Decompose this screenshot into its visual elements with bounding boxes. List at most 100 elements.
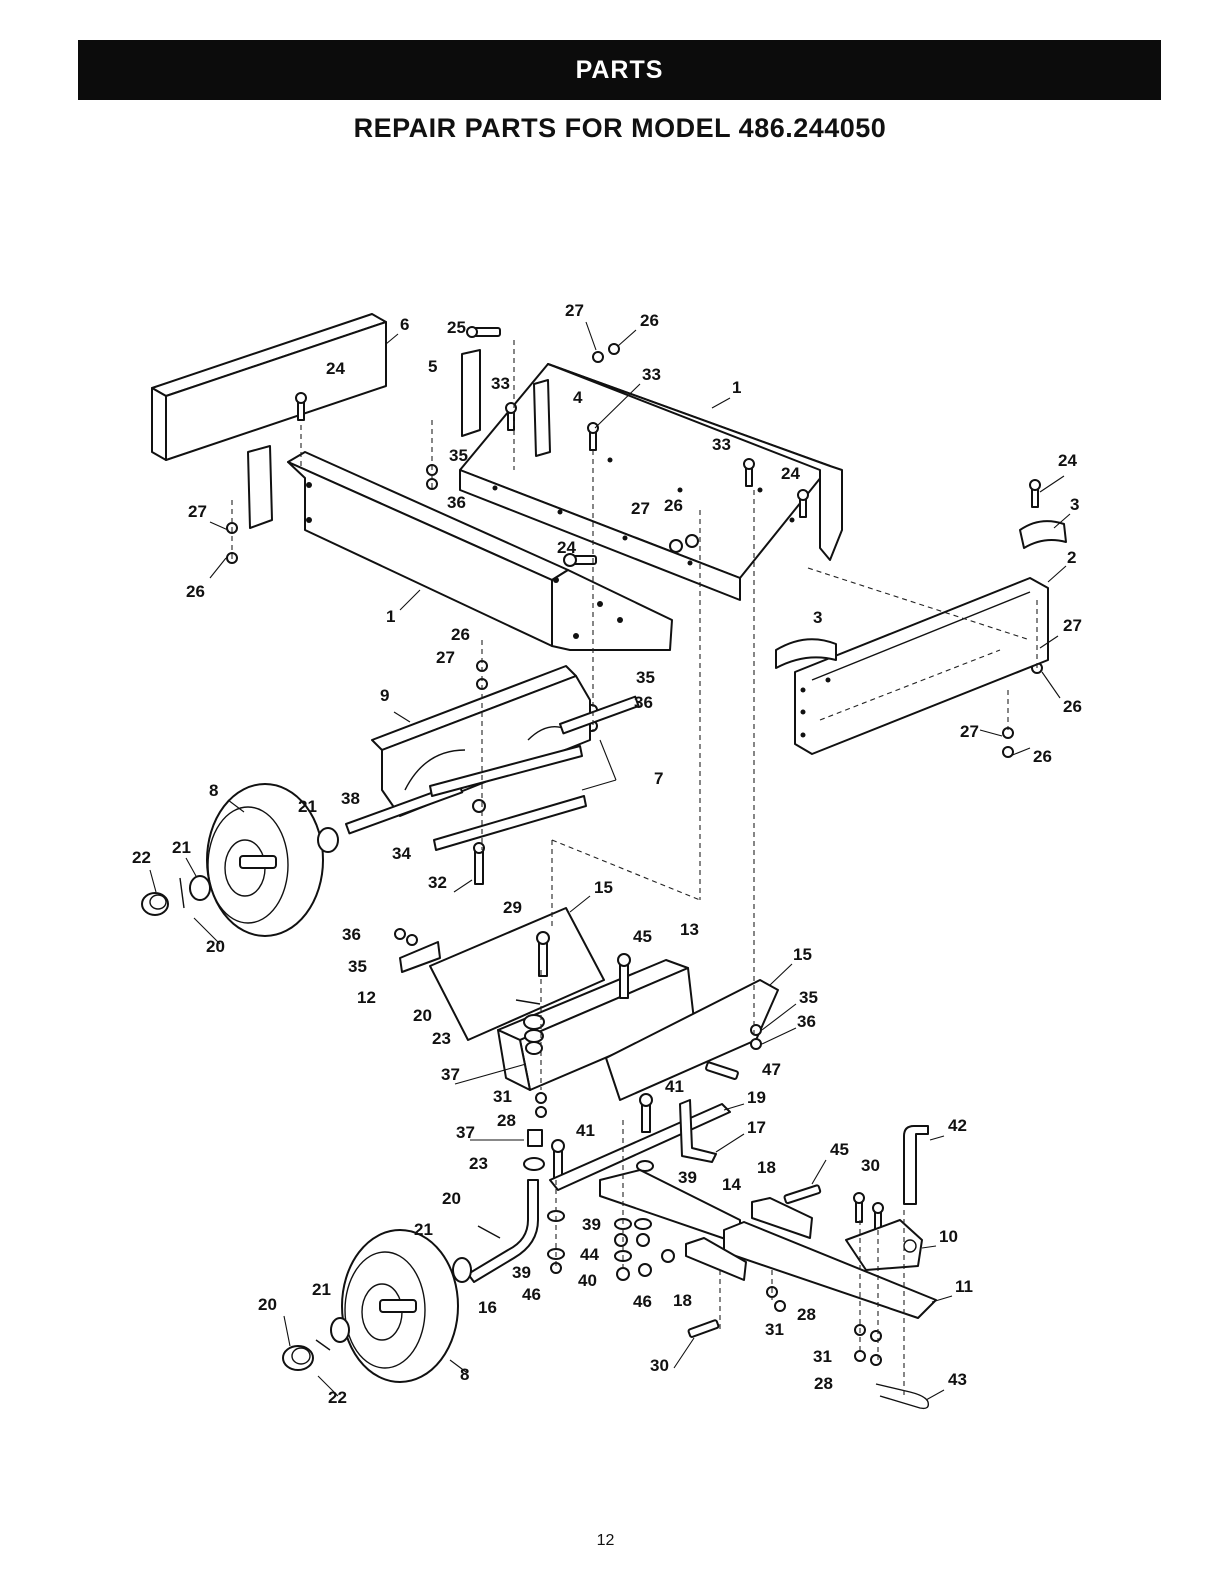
callout-label: 45 <box>633 927 652 946</box>
callout-label: 33 <box>712 435 731 454</box>
callout-label: 35 <box>636 668 655 687</box>
callout-label: 32 <box>428 873 447 892</box>
callout-label: 22 <box>328 1388 347 1407</box>
callout-label: 45 <box>830 1140 849 1159</box>
bolts-part-29-45 <box>536 931 884 1233</box>
callout-label: 11 <box>955 1277 973 1296</box>
callout-label: 14 <box>722 1175 741 1194</box>
nut-part-34 <box>472 799 486 813</box>
bracket-part-3-right <box>1019 520 1067 549</box>
callout-label: 36 <box>342 925 361 944</box>
callout-label: 35 <box>799 988 818 1007</box>
alignment-dashed-lines <box>231 340 1038 1396</box>
callout-label: 8 <box>209 781 218 800</box>
page-title: REPAIR PARTS FOR MODEL 486.244050 <box>353 113 887 143</box>
callout-label: 26 <box>1033 747 1052 766</box>
axle-housing-part-9 <box>371 665 591 817</box>
left-side-rail-part-1 <box>287 451 673 651</box>
callout-label: 3 <box>1070 495 1079 514</box>
callout-label: 41 <box>665 1077 684 1096</box>
callout-label: 41 <box>576 1121 595 1140</box>
bracket-part-5 <box>247 349 481 529</box>
callout-label: 39 <box>582 1215 601 1234</box>
callout-label: 31 <box>765 1320 784 1339</box>
callout-label: 24 <box>557 538 576 557</box>
callout-label: 33 <box>491 374 510 393</box>
callout-label: 31 <box>493 1087 512 1106</box>
bolt-part-45-lower <box>783 1184 822 1205</box>
callout-label: 36 <box>797 1012 816 1031</box>
callout-label: 15 <box>594 878 613 897</box>
callout-label: 1 <box>386 607 395 626</box>
callout-label: 20 <box>442 1189 461 1208</box>
plate-part-15-right <box>605 979 779 1101</box>
callout-label: 30 <box>650 1356 669 1375</box>
callout-label: 38 <box>341 789 360 808</box>
callout-label: 28 <box>497 1111 516 1130</box>
washers-part-21-lower <box>315 999 541 1351</box>
callout-label: 20 <box>413 1006 432 1025</box>
tongue-part-19-17 <box>549 1099 731 1191</box>
callout-label: 27 <box>565 301 584 320</box>
bracket-part-3-left <box>775 638 837 669</box>
hitch-plate-part-10 <box>845 1219 923 1271</box>
callout-label: 21 <box>312 1280 331 1299</box>
callout-label: 36 <box>447 493 466 512</box>
callout-label: 39 <box>678 1168 697 1187</box>
callout-label: 36 <box>634 693 653 712</box>
callout-label: 18 <box>673 1291 692 1310</box>
callout-label: 27 <box>188 502 207 521</box>
callout-label: 40 <box>578 1271 597 1290</box>
callout-label: 2 <box>1067 548 1076 567</box>
callout-label: 46 <box>522 1285 541 1304</box>
callout-label: 21 <box>298 797 317 816</box>
bolt-part-32 <box>473 842 485 885</box>
right-side-rail-part-1 <box>459 363 843 601</box>
callout-label: 26 <box>186 582 205 601</box>
callout-label: 13 <box>680 920 699 939</box>
callout-label: 12 <box>357 988 376 1007</box>
frame-part-13 <box>497 959 695 1091</box>
callout-label: 31 <box>813 1347 832 1366</box>
callout-label: 24 <box>326 359 345 378</box>
washers-part-21-upper <box>179 827 339 909</box>
callout-label: 24 <box>1058 451 1077 470</box>
callout-label: 23 <box>469 1154 488 1173</box>
callout-label: 30 <box>861 1156 880 1175</box>
callout-label: 24 <box>781 464 800 483</box>
wheel-part-8-upper <box>206 783 324 937</box>
callout-label: 3 <box>813 608 822 627</box>
straps-part-18 <box>685 1197 813 1281</box>
callout-label: 34 <box>392 844 411 863</box>
callout-label: 6 <box>400 315 409 334</box>
callout-label: 39 <box>512 1263 531 1282</box>
page-number: 12 <box>596 1532 615 1549</box>
callout-label: 23 <box>432 1029 451 1048</box>
callout-label: 25 <box>447 318 466 337</box>
callout-label: 27 <box>436 648 455 667</box>
callout-label: 37 <box>441 1065 460 1084</box>
callout-label: 5 <box>428 357 437 376</box>
callout-label: 42 <box>948 1116 967 1135</box>
bolt-part-47 <box>705 1061 739 1080</box>
hitch-pin-part-42 <box>903 1125 929 1205</box>
callout-label: 44 <box>580 1245 599 1264</box>
callout-label: 26 <box>451 625 470 644</box>
strap-part-4 <box>533 379 551 457</box>
plate-part-15-left <box>429 907 605 1041</box>
callout-label: 22 <box>132 848 151 867</box>
callout-label: 35 <box>348 957 367 976</box>
bolt-part-30-lower <box>687 1319 720 1338</box>
callout-label: 47 <box>762 1060 781 1079</box>
bolt-part-25 <box>466 326 501 338</box>
drawbar-part-14-11 <box>599 1169 937 1319</box>
callout-label: 26 <box>664 496 683 515</box>
callout-label: 10 <box>939 1227 958 1246</box>
callout-label: 33 <box>642 365 661 384</box>
callout-label: 20 <box>206 937 225 956</box>
hairpin-part-43 <box>875 1383 930 1410</box>
callout-label: 18 <box>757 1158 776 1177</box>
callout-label: 1 <box>732 378 741 397</box>
